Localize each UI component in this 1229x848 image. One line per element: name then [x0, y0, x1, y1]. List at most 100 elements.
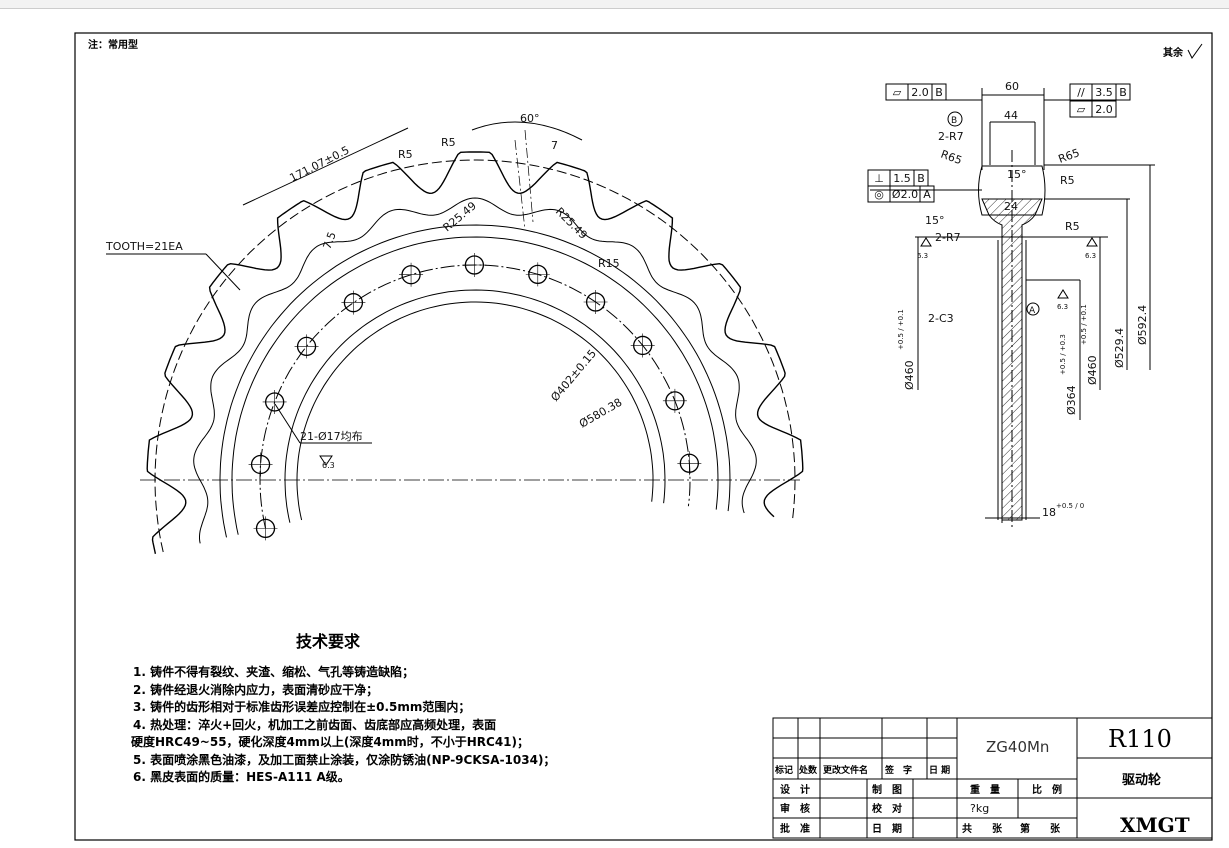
- width-60-dim: 60: [1005, 80, 1019, 93]
- hardened-zone-outline: [193, 197, 757, 544]
- tolerance: +0.5 / +0.3: [1059, 334, 1067, 375]
- dia-364-dim: Ø364: [1065, 385, 1078, 415]
- gear-front-view: [140, 129, 804, 554]
- total-sheets: 共 张: [962, 822, 1003, 835]
- feature-control-frame: // 3.5 B: [1069, 83, 1131, 101]
- feature-control-frame: ◎ Ø2.0 A: [867, 185, 935, 203]
- dia-460-dim: Ø460: [903, 360, 916, 390]
- drawing-label: 制 图: [872, 783, 902, 796]
- gear-teeth-outline: [146, 151, 804, 554]
- width-24-dim: 24: [1004, 200, 1018, 213]
- tolerance-symbol-icon: ▱: [893, 86, 902, 99]
- bore-circle: [284, 289, 666, 523]
- depth-dim: 7.5: [321, 230, 339, 251]
- r7-label: 2-R7: [935, 231, 961, 244]
- note-line: 3. 铸件的齿形相对于标准齿形误差应控制在±0.5mm范围内；: [133, 700, 471, 714]
- roughness-value: 6.3: [1085, 252, 1096, 260]
- angle-label: 15°: [1007, 168, 1027, 181]
- rim-inner-circle: [219, 224, 731, 538]
- note-line: 2. 铸件经退火消除内应力，表面清砂应干净；: [133, 682, 379, 697]
- title-block: [772, 717, 1213, 839]
- roughness-value: 6.3: [1057, 303, 1068, 311]
- r5-label: R5: [441, 136, 456, 149]
- dia-592-dim: Ø592.4: [1136, 305, 1149, 345]
- r65-label: R65: [1057, 146, 1082, 166]
- tolerance: +0.5 / 0: [1056, 502, 1084, 510]
- bolt-circle: [259, 264, 691, 529]
- sheet-number: 第 张: [1020, 822, 1061, 835]
- tolerance: +0.5 / +0.1: [897, 309, 905, 350]
- hdr: 更改文件名: [823, 764, 868, 776]
- roughness-check-icon: [1187, 43, 1203, 59]
- r5-label: R5: [1060, 174, 1075, 187]
- datum-a: A: [1029, 306, 1036, 316]
- datum-ref: B: [1119, 86, 1127, 99]
- corner-note: 注：常用型: [88, 38, 138, 51]
- part-name: 驱动轮: [1122, 772, 1161, 788]
- width-18-dim: 18: [1042, 506, 1056, 519]
- notes-title: 技术要求: [296, 632, 361, 651]
- tooth-centerline: [514, 139, 526, 231]
- tolerance-symbol-icon: ⊥: [874, 172, 884, 185]
- model-number: R110: [1108, 725, 1172, 753]
- technical-notes: 1. 铸件不得有裂纹、夹渣、缩松、气孔等铸造缺陷； 2. 铸件经退火消除内应力，…: [131, 664, 556, 787]
- material: ZG40Mn: [986, 738, 1049, 756]
- hdr: 签 字: [884, 764, 912, 776]
- width-dim: 7: [551, 139, 558, 152]
- tolerance-value: Ø2.0: [892, 188, 918, 201]
- r7-label: 2-R7: [938, 130, 964, 143]
- tolerance-value: 3.5: [1095, 86, 1113, 99]
- chamfer-label: 2-C3: [928, 312, 954, 325]
- note-line: 5. 表面喷涂黑色油漆，及加工面禁止涂装，仅涂防锈油(NP-9CKSA-1034…: [133, 752, 556, 767]
- holes-label: 21-Ø17均布: [300, 430, 363, 443]
- note-line: 6. 黑皮表面的质量：HES-A111 A级。: [133, 770, 350, 784]
- tolerance-value: 2.0: [1095, 103, 1113, 116]
- tooth-count-label: TOOTH=21EA: [105, 240, 183, 253]
- tooth-centerline: [524, 129, 534, 223]
- tolerance-symbol-icon: //: [1077, 86, 1085, 99]
- title-block-text: ZG40Mn R110 驱动轮 XMGT 标记 处数 更改文件名 签 字 日 期…: [774, 725, 1190, 837]
- root-dia-dim: Ø580.38: [577, 396, 624, 431]
- note-line: 4. 热处理：淬火+回火，机加工之前齿面、齿底部应高频处理，表面: [133, 717, 497, 732]
- roughness-value: 6.3: [917, 252, 928, 260]
- r5-label: R5: [1065, 220, 1080, 233]
- dia-529-dim: Ø529.4: [1113, 328, 1126, 368]
- scale-label: 比 例: [1032, 783, 1062, 796]
- design-label: 设 计: [780, 783, 810, 796]
- radius-dim: R25.49: [441, 199, 479, 234]
- bolt-circle-dim: Ø402±0.15: [548, 347, 599, 404]
- hdr: 标记: [774, 764, 793, 776]
- approve-label: 批 准: [780, 822, 810, 835]
- window-top-bar: [0, 0, 1229, 9]
- datum-ref: B: [917, 172, 925, 185]
- angle-label: 15°: [925, 214, 945, 227]
- drawing-frame: [74, 32, 1213, 841]
- roughness-value: 6.3: [322, 461, 335, 470]
- chord-dim: 171.07±0.5: [287, 143, 351, 184]
- datum-b: B: [951, 116, 957, 126]
- datum-ref: B: [935, 86, 943, 99]
- weight-value: ?kg: [970, 802, 989, 815]
- note-line: 1. 铸件不得有裂纹、夹渣、缩松、气孔等铸造缺陷；: [133, 665, 415, 679]
- tolerance-value: 2.0: [911, 86, 929, 99]
- tolerance-symbol-icon: ◎: [874, 188, 884, 201]
- tolerance: +0.5 / +0.1: [1080, 304, 1088, 345]
- surface-note: 其余: [1163, 46, 1184, 59]
- datum-ref: A: [923, 188, 931, 201]
- r5-label: R5: [398, 148, 413, 161]
- review-label: 审 核: [780, 802, 810, 815]
- angle-dim: 60°: [520, 112, 540, 125]
- feature-control-frame: ▱ 2.0 B: [885, 83, 947, 101]
- dia-460-dim: Ø460: [1086, 355, 1099, 385]
- note-line: 硬度HRC49~55，硬化深度4mm以上(深度4mm时，不小于HRC41)；: [131, 735, 530, 749]
- front-view-labels: TOOTH=21EA 171.07±0.5 R5 R5 60° 7 R25.49…: [105, 112, 624, 470]
- tolerance-symbol-icon: ▱: [1077, 103, 1086, 116]
- feature-control-frame: ▱ 2.0: [1069, 100, 1117, 118]
- tolerance-value: 1.5: [893, 172, 911, 185]
- date-label: 日 期: [872, 822, 902, 835]
- r65-label: R65: [939, 148, 964, 168]
- radius-dim: R25.49: [553, 205, 590, 242]
- web-circle: [231, 236, 719, 535]
- bore-chamfer-circle: [296, 301, 654, 521]
